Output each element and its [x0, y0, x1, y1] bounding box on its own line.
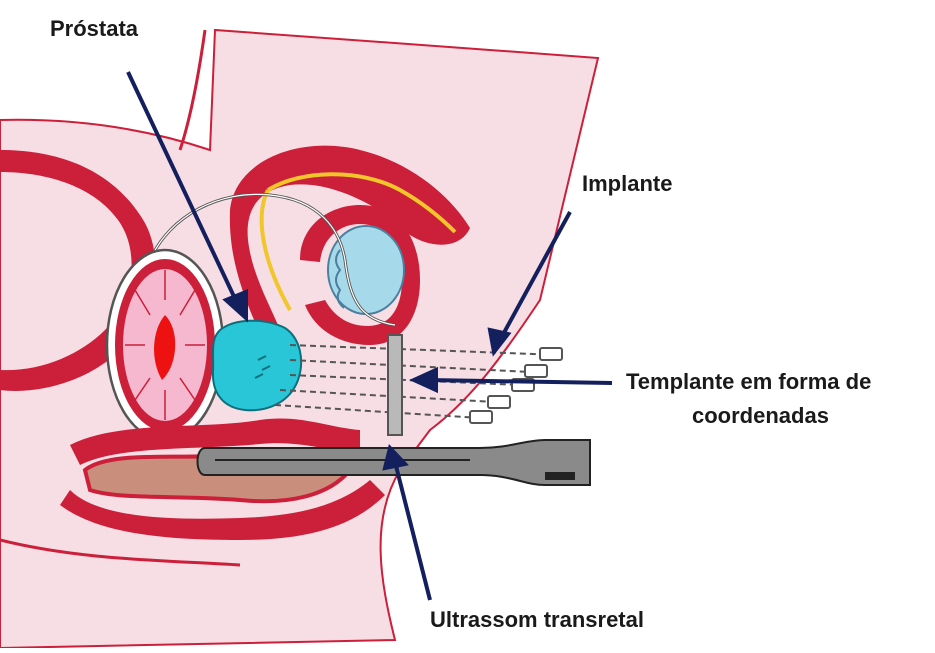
prostate-shape: [213, 321, 301, 411]
needle-hub-4: [488, 396, 510, 408]
label-template-line1: Templante em forma de: [626, 368, 871, 396]
label-implant: Implante: [582, 170, 672, 198]
label-prostate: Próstata: [50, 15, 138, 43]
label-template-line2: coordenadas: [692, 402, 829, 430]
coordinate-template: [388, 335, 402, 435]
needle-hub-5: [470, 411, 492, 423]
abdomen-outline: [180, 30, 205, 150]
arrow-ultrasound: [395, 462, 430, 600]
needle-hub-1: [540, 348, 562, 360]
needle-hub-2: [525, 365, 547, 377]
probe-handle-detail: [545, 472, 575, 480]
label-ultrasound: Ultrassom transretal: [430, 606, 644, 634]
